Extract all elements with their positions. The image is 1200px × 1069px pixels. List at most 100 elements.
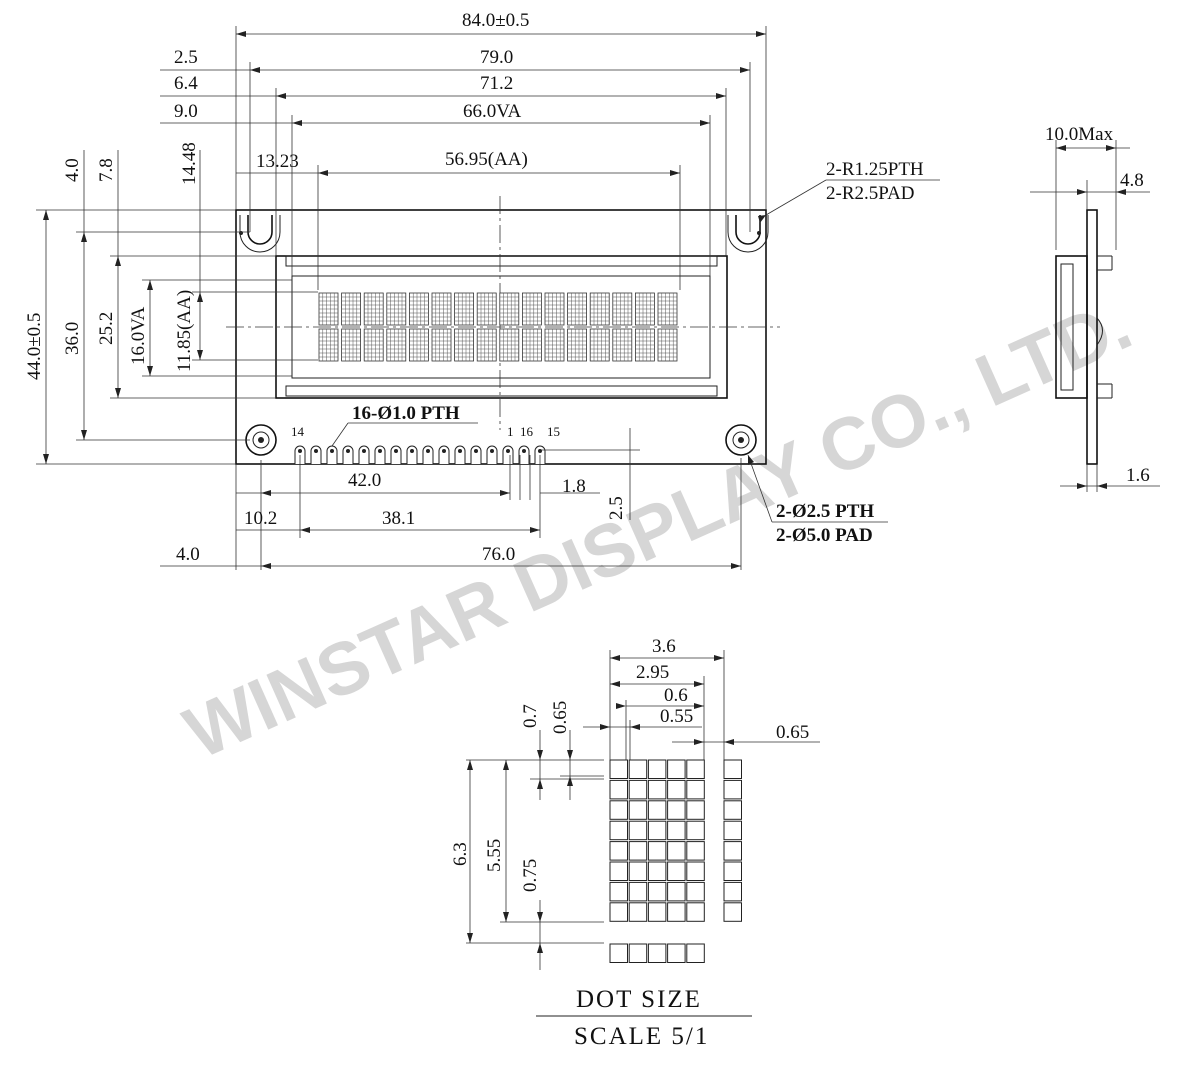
matrix-dot (686, 779, 705, 800)
matrix-dot (609, 820, 628, 841)
pin-pad (390, 445, 402, 464)
label-pin-15: 15 (547, 424, 560, 439)
character-cell (386, 328, 407, 362)
matrix-dot (686, 861, 705, 881)
character-cell (522, 328, 542, 362)
mount-slot-right (727, 215, 769, 253)
pin-pad (342, 445, 354, 464)
character-cell (454, 292, 475, 326)
note-pin-holes: 16-Ø1.0 PTH (352, 403, 460, 424)
dim-bezel-width: 71.2 (480, 73, 513, 94)
dim-pin-gap: 1.8 (562, 476, 586, 497)
matrix-dot (686, 800, 705, 820)
bezel-bottom-band (285, 385, 718, 397)
character-cell (431, 292, 452, 326)
front-dimension-labels: 84.0±0.5 79.0 71.2 66.0VA 56.95(AA) 2.5 … (24, 10, 924, 565)
dim-dot-height: 0.65 (550, 701, 571, 734)
pin-pad (470, 445, 482, 464)
matrix-dot (667, 800, 686, 820)
matrix-dot (686, 759, 705, 779)
matrix-dot (647, 861, 667, 881)
character-cell (431, 328, 452, 362)
character-cell (612, 292, 633, 326)
character-cell (544, 328, 565, 362)
mount-hole-right (725, 424, 757, 456)
dim-pcb-thickness: 1.6 (1126, 465, 1150, 486)
matrix-dot (609, 881, 628, 902)
front-dimension-lines (36, 26, 940, 570)
cursor-dot (667, 943, 686, 963)
matrix-dot (647, 841, 667, 861)
matrix-dot (609, 861, 628, 881)
dim-76-0: 76.0 (482, 544, 515, 565)
matrix-dot (609, 759, 628, 779)
dim-offset-4-0-v: 4.0 (62, 158, 83, 182)
matrix-dot (686, 841, 705, 861)
matrix-dot (628, 861, 648, 881)
mount-hole-left (245, 424, 277, 456)
dim-dot-pitch-x: 0.6 (664, 685, 688, 706)
matrix-dot (723, 759, 742, 779)
label-pin-14: 14 (291, 424, 305, 439)
character-cell (635, 328, 655, 362)
matrix-dot (723, 861, 742, 881)
character-cell (408, 292, 429, 326)
matrix-dot (723, 881, 742, 902)
dim-offset-13-23: 13.23 (256, 151, 299, 172)
matrix-dot (647, 759, 667, 779)
character-cell (363, 328, 384, 362)
label-pin-16: 16 (520, 424, 534, 439)
matrix-dot (723, 902, 742, 922)
dim-dot-span-height: 5.55 (484, 839, 505, 872)
dim-hole-pitch-y: 36.0 (62, 322, 83, 355)
dim-cursor-gap: 0.75 (520, 859, 541, 892)
matrix-dot (609, 902, 628, 922)
dim-dot-pitch-y: 0.7 (520, 704, 541, 728)
pin-pad (486, 445, 498, 464)
dim-10-2: 10.2 (244, 508, 277, 529)
bezel-top-band (285, 255, 718, 267)
character-cell (341, 328, 362, 362)
cursor-dot (686, 943, 705, 963)
matrix-dot (686, 820, 705, 841)
scale-label: SCALE 5/1 (574, 1023, 709, 1050)
character-cell (567, 328, 587, 362)
matrix-dot (609, 841, 628, 861)
dim-active-width: 56.95(AA) (445, 149, 528, 170)
pin-pad (406, 445, 418, 464)
dim-4-0-h: 4.0 (176, 544, 200, 565)
character-cell (363, 292, 384, 326)
matrix-dot (628, 841, 648, 861)
pin-pad (454, 445, 466, 464)
character-cell (476, 292, 497, 326)
character-cell (454, 328, 475, 362)
matrix-dot (667, 759, 686, 779)
character-cell (544, 292, 565, 326)
pin-pad (326, 445, 338, 464)
dim-dot-span-width: 2.95 (636, 662, 669, 683)
dim-offset-7-8: 7.8 (96, 158, 117, 182)
matrix-dot (647, 800, 667, 820)
dim-active-height: 11.85(AA) (174, 290, 195, 372)
matrix-dot (723, 800, 742, 820)
side-view: 10.0Max 4.8 1.6 (1030, 124, 1160, 492)
pin-pad (310, 445, 322, 464)
pin-pad (374, 445, 386, 464)
cursor-dot (609, 943, 628, 963)
character-cell (318, 292, 339, 326)
character-cell (408, 328, 429, 362)
cursor-dot (647, 943, 667, 963)
dim-char-height: 6.3 (450, 842, 471, 866)
matrix-dot (686, 881, 705, 902)
pin-header (294, 445, 546, 464)
matrix-dot (628, 881, 648, 902)
pin-pad (518, 445, 530, 464)
matrix-dot (723, 820, 742, 841)
character-cell (318, 328, 339, 362)
matrix-dot (628, 902, 648, 922)
label-pin-1: 1 (507, 424, 514, 439)
character-cell (635, 292, 655, 326)
pin-pad (422, 445, 434, 464)
matrix-dot (628, 800, 648, 820)
